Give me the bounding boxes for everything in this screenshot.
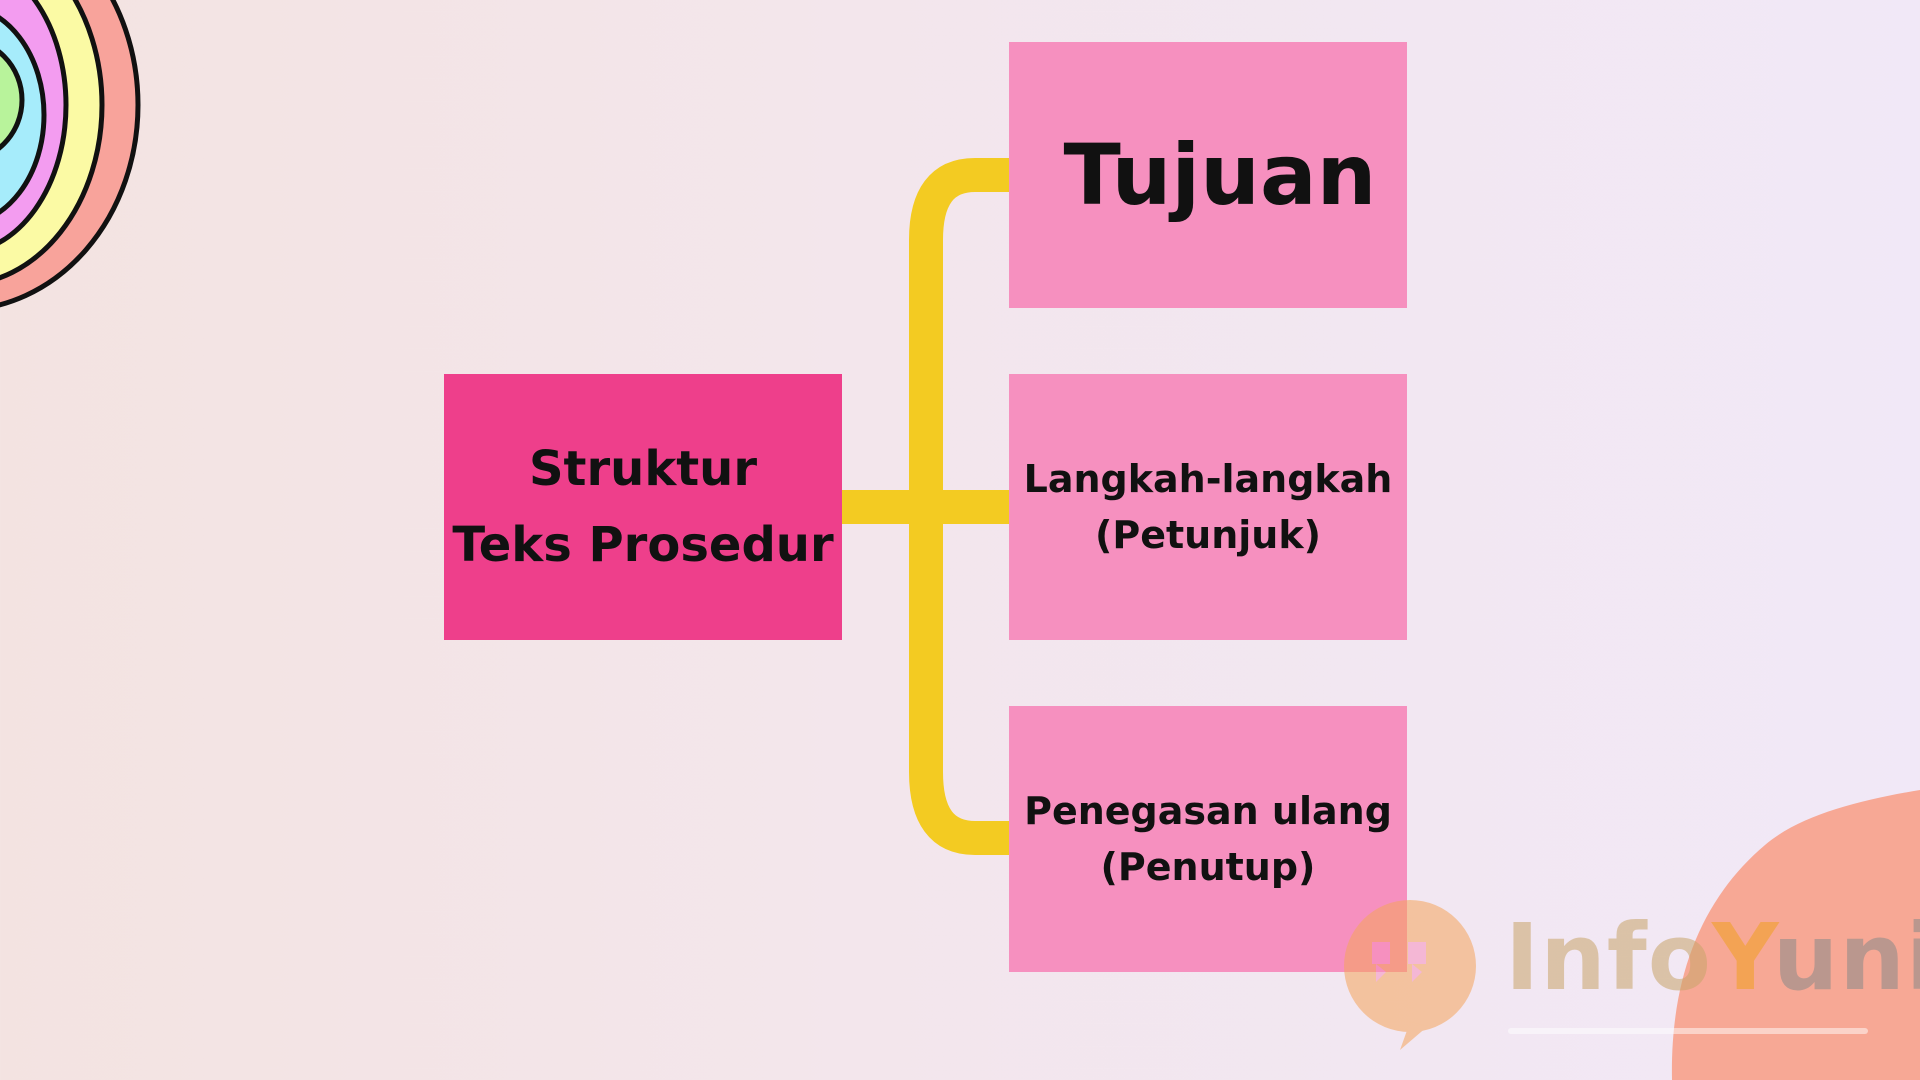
- child-node-label-tujuan: Tujuan: [1063, 126, 1377, 224]
- rainbow-arcs-decoration: [0, 0, 141, 308]
- child-node-langkah: Langkah-langkah (Petunjuk): [1009, 374, 1407, 640]
- watermark-part-y: Y: [1711, 904, 1773, 1011]
- child-node-tujuan: Tujuan: [1009, 42, 1407, 308]
- watermark-part-info: Info: [1505, 904, 1712, 1011]
- watermark-part-unik: unik: [1772, 904, 1920, 1011]
- infoyunik-watermark: InfoYunik: [1340, 892, 1920, 1052]
- connector-branch-bottom: [909, 507, 1009, 855]
- child-node-label-langkah: Langkah-langkah (Petunjuk): [1023, 457, 1393, 557]
- watermark-underline: [1508, 1028, 1868, 1034]
- root-node-box: Struktur Teks Prosedur: [444, 374, 842, 640]
- quote-bubble-icon: [1344, 900, 1476, 1050]
- connector-branch-top: [909, 158, 1009, 507]
- root-node-label: Struktur Teks Prosedur: [452, 441, 834, 573]
- watermark-brand-text: InfoYunik: [1505, 904, 1920, 1011]
- child-node-label-penegasan: Penegasan ulang (Penutup): [1024, 789, 1392, 889]
- child-node-penegasan: Penegasan ulang (Penutup): [1009, 706, 1407, 972]
